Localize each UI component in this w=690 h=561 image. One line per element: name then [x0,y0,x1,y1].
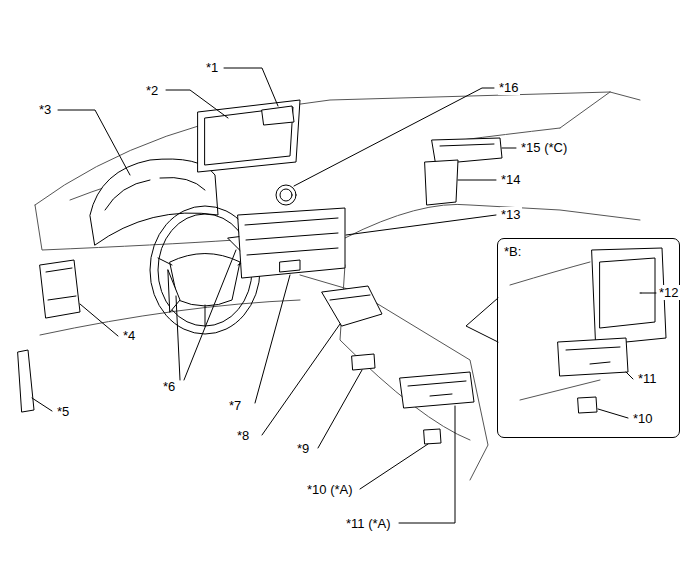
ecu-detail [46,268,76,300]
callout-number: *11 [637,371,658,386]
callout-number: *9 [296,441,310,456]
callout-number: *13 [500,207,522,222]
module [432,138,502,164]
callout-number: *8 [236,428,250,443]
module-detail [440,144,494,146]
part [262,106,294,125]
callout-number: *6 [162,379,176,394]
connector [424,429,441,444]
shifter [322,286,382,326]
unit-detail [408,381,466,396]
callout-number: *10 (*A) [306,482,354,497]
callout-number: *4 [122,328,136,343]
dashboard-outline [35,92,640,480]
shifter-detail [330,295,370,300]
callout-number: *1 [205,60,219,75]
inset-illustration [510,248,666,413]
unit [400,372,474,408]
display-screen [205,107,293,165]
clock [276,185,296,205]
ecu [40,260,80,318]
connector [352,354,375,370]
inset-box: *B: [497,238,680,438]
center-panel [238,208,345,278]
inset-heading: *B: [498,239,527,264]
ecu [425,160,458,205]
callout-number: *11 (*A) [345,516,392,531]
callout-number: *10 [632,411,654,426]
callout-number: *3 [38,102,52,117]
display [198,100,300,172]
inset-pointer [466,298,498,342]
callout-number: *16 [498,80,520,95]
callout-number: *7 [228,398,242,413]
leader-lines [32,68,656,523]
clock-face [280,189,292,201]
sensor [18,350,34,412]
callout-number: *12 [658,285,680,300]
callout-number: *5 [56,404,70,419]
callout-number: *15 (*C) [520,140,568,155]
callout-number: *14 [500,172,522,187]
callout-number: *2 [145,83,159,98]
